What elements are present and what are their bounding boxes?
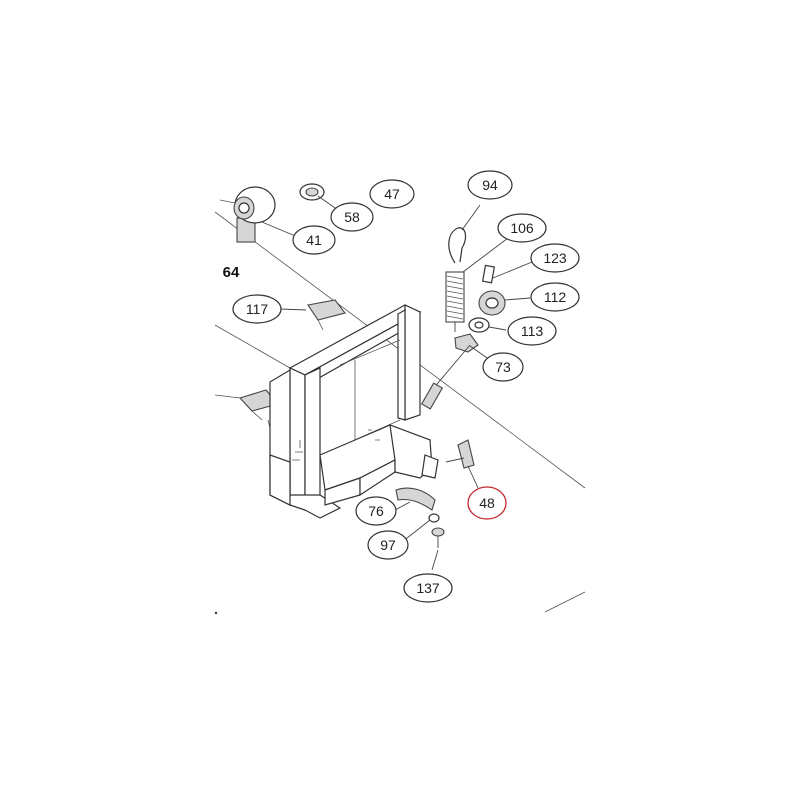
callout-76-label: 76 (368, 503, 384, 519)
corner-mark (214, 611, 218, 615)
extension-spring-part (445, 271, 465, 332)
small-washer-part (428, 513, 440, 523)
screw-rod-part (420, 344, 471, 410)
callout-41: 41 (292, 225, 336, 255)
callout-41-label: 41 (306, 232, 322, 248)
callout-73: 73 (482, 352, 524, 382)
callout-58: 58 (330, 202, 374, 232)
bushing-part (478, 290, 506, 316)
callout-47-label: 47 (384, 186, 400, 202)
pin-part (481, 264, 496, 284)
reference-line-left2 (214, 394, 241, 399)
callout-117: 117 (232, 294, 282, 324)
reference-line-lower (544, 591, 586, 613)
callout-106-label: 106 (510, 220, 534, 236)
callout-97: 97 (367, 530, 409, 560)
assembly-number-64: 64 (223, 264, 240, 281)
callout-58-label: 58 (344, 209, 360, 225)
roller-assembly-part (219, 186, 276, 243)
callout-48-highlighted: 48 (467, 486, 507, 520)
main-frame-part (269, 304, 439, 519)
lever-part (395, 487, 436, 511)
callout-113: 113 (507, 316, 557, 346)
wing-bolt-part (445, 439, 475, 469)
callout-106: 106 (497, 213, 547, 243)
pad-part-upper (307, 299, 346, 321)
washer-part (468, 317, 490, 333)
reference-line-left (214, 324, 291, 369)
callout-112: 112 (530, 282, 580, 312)
callout-137: 137 (403, 573, 453, 603)
leader-lines (261, 195, 533, 571)
callout-117-label: 117 (246, 301, 269, 317)
callout-123-label: 123 (543, 250, 567, 266)
callout-113-label: 113 (521, 323, 544, 339)
callout-94: 94 (467, 170, 513, 200)
callout-73-label: 73 (495, 359, 511, 375)
callout-48-label: 48 (479, 495, 495, 511)
spring-hook-part (448, 227, 467, 264)
callout-94-label: 94 (482, 177, 498, 193)
callout-123: 123 (530, 243, 580, 273)
callout-112-label: 112 (544, 289, 567, 305)
callout-47: 47 (369, 179, 415, 209)
screw-part (431, 527, 445, 548)
callout-76: 76 (355, 496, 397, 526)
callout-97-label: 97 (380, 537, 396, 553)
callout-137-label: 137 (416, 580, 440, 596)
